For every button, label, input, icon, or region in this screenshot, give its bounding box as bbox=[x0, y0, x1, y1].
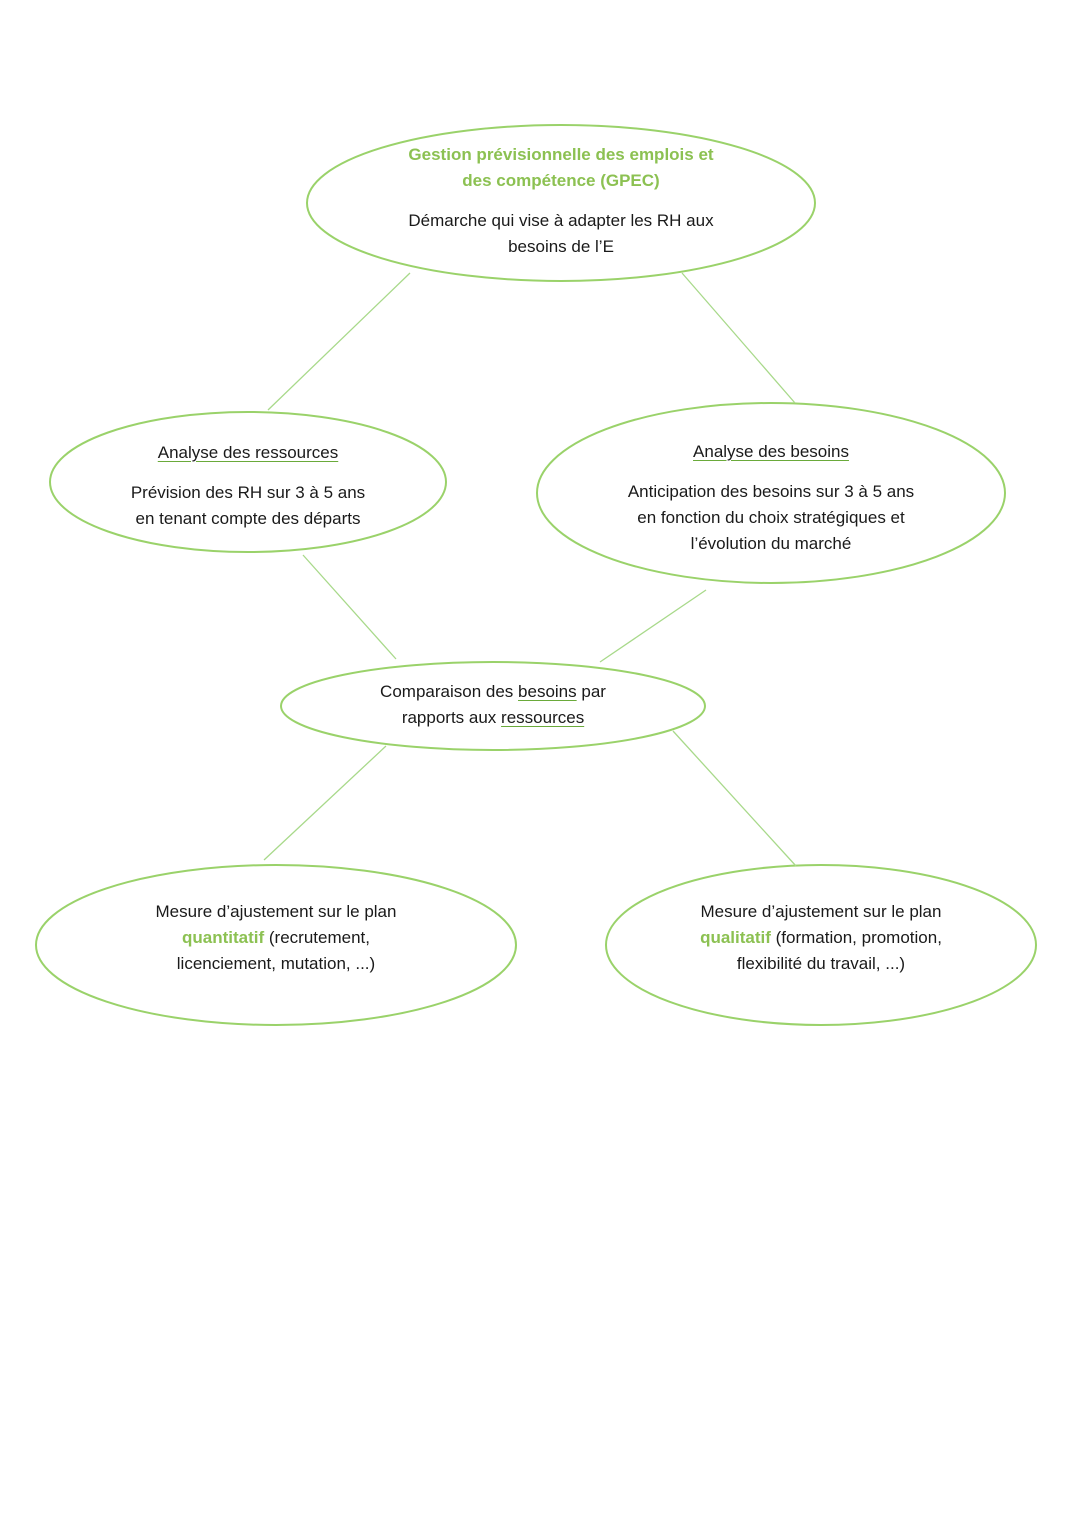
quantitatif-line1: Mesure d’ajustement sur le plan bbox=[155, 902, 397, 921]
connector-gpec-besoins bbox=[681, 272, 796, 404]
connector-ressources-comparaison bbox=[302, 554, 397, 660]
quantitatif-line2: quantitatif (recrutement, bbox=[182, 925, 370, 951]
gpec-node: Gestion prévisionnelle des emplois et de… bbox=[361, 133, 761, 269]
quantitatif-ellipse bbox=[35, 864, 517, 1026]
comparaison-node: Comparaison des besoins par rapports aux… bbox=[333, 679, 653, 731]
besoins-line2: en fonction du choix stratégiques et bbox=[637, 508, 905, 527]
comparaison-line2: rapports aux ressources bbox=[402, 705, 584, 731]
qualitatif-line1: Mesure d’ajustement sur le plan bbox=[700, 902, 942, 921]
quantitatif-line2-rest: (recrutement, bbox=[268, 928, 370, 947]
comparaison-word-besoins: besoins bbox=[518, 682, 577, 701]
qualitatif-keyword: qualitatif bbox=[700, 928, 771, 947]
quantitatif-line3: licenciement, mutation, ...) bbox=[176, 954, 376, 973]
comparaison-ellipse bbox=[280, 661, 706, 751]
connector-besoins-comparaison bbox=[599, 589, 707, 663]
comparaison-word-ressources: ressources bbox=[501, 708, 585, 727]
gpec-desc-line1: Démarche qui vise à adapter les RH aux bbox=[408, 211, 714, 230]
besoins-line3: l’évolution du marché bbox=[690, 534, 852, 553]
besoins-title: Analyse des besoins bbox=[693, 442, 849, 461]
qualitatif-ellipse bbox=[605, 864, 1037, 1026]
comparaison-part2: par bbox=[581, 682, 606, 701]
ressources-title: Analyse des ressources bbox=[157, 443, 339, 462]
besoins-ellipse bbox=[536, 402, 1006, 584]
comparaison-part3: rapports aux bbox=[401, 708, 497, 727]
ressources-line2: en tenant compte des départs bbox=[135, 509, 361, 528]
ressources-node: Analyse des ressources Prévision des RH … bbox=[88, 436, 408, 536]
gpec-title-line2: des compétence (GPEC) bbox=[462, 171, 660, 190]
qualitatif-line3: flexibilité du travail, ...) bbox=[736, 954, 906, 973]
besoins-line1: Anticipation des besoins sur 3 à 5 ans bbox=[627, 482, 915, 501]
gpec-ellipse bbox=[306, 124, 816, 282]
quantitatif-node: Mesure d’ajustement sur le plan quantita… bbox=[106, 898, 446, 978]
connector-comparaison-quantitatif bbox=[263, 745, 387, 861]
qualitatif-node: Mesure d’ajustement sur le plan qualitat… bbox=[641, 898, 1001, 978]
comparaison-line1: Comparaison des besoins par bbox=[380, 679, 606, 705]
comparaison-part1: Comparaison des bbox=[380, 682, 514, 701]
gpec-desc-line2: besoins de l’E bbox=[508, 237, 614, 256]
ressources-line1: Prévision des RH sur 3 à 5 ans bbox=[130, 483, 366, 502]
ressources-ellipse bbox=[49, 411, 447, 553]
connector-gpec-ressources bbox=[267, 272, 411, 411]
connector-comparaison-qualitatif bbox=[672, 730, 797, 867]
qualitatif-line2: qualitatif (formation, promotion, bbox=[700, 925, 942, 951]
qualitatif-line2-rest: (formation, promotion, bbox=[775, 928, 942, 947]
quantitatif-keyword: quantitatif bbox=[182, 928, 265, 947]
gpec-title-line1: Gestion prévisionnelle des emplois et bbox=[408, 145, 714, 164]
besoins-node: Analyse des besoins Anticipation des bes… bbox=[591, 433, 951, 563]
